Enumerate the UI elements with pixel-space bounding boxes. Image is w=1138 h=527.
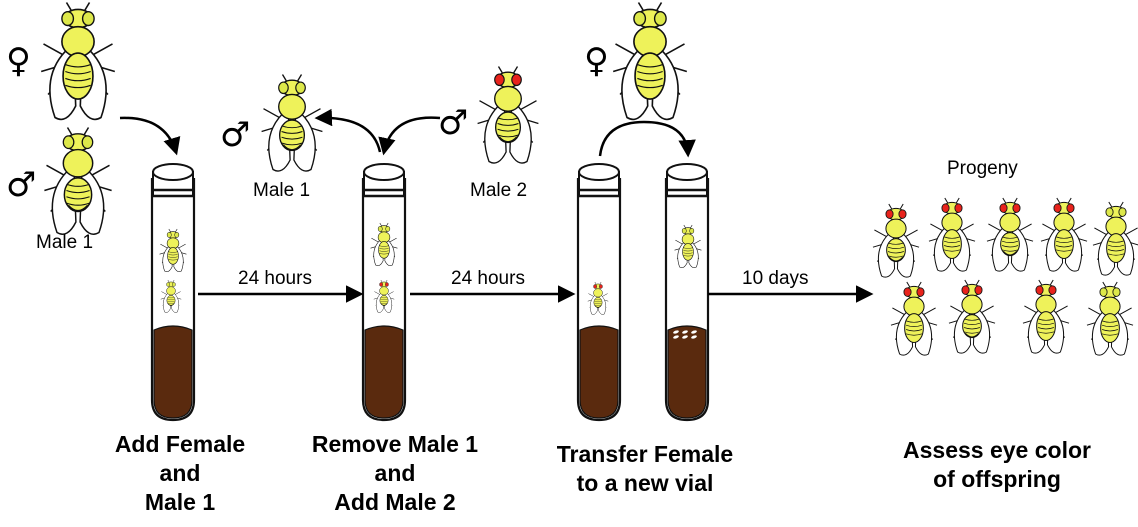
male-symbol-2: ♂ bbox=[220, 118, 250, 152]
progeny-fly-9 bbox=[1087, 282, 1133, 355]
male-symbol-1: ♂ bbox=[6, 168, 36, 202]
label-male2: Male 2 bbox=[470, 180, 527, 202]
progeny-fly-6 bbox=[891, 282, 937, 355]
caption-step-4-line-1: Assess eye color bbox=[862, 436, 1132, 465]
male-symbol-3: ♂ bbox=[438, 106, 468, 140]
caption-step-3: Transfer Female to a new vial bbox=[515, 440, 775, 498]
label-time-2: 24 hours bbox=[451, 268, 525, 290]
progeny-fly-4 bbox=[1041, 198, 1087, 271]
caption-step-1: Add Female and Male 1 bbox=[70, 430, 290, 517]
arrow-add-flies bbox=[120, 118, 176, 152]
caption-step-2: Remove Male 1 and Add Male 2 bbox=[270, 430, 520, 517]
progeny-fly-2 bbox=[929, 198, 975, 271]
label-time-1: 24 hours bbox=[238, 268, 312, 290]
label-male1-removed: Male 1 bbox=[253, 180, 310, 202]
fly-male1-parent bbox=[44, 128, 111, 235]
label-progeny: Progeny bbox=[947, 158, 1018, 180]
caption-step-2-line-3: Add Male 2 bbox=[270, 488, 520, 517]
caption-step-3-line-1: Transfer Female bbox=[515, 440, 775, 469]
caption-step-3-line-2: to a new vial bbox=[515, 469, 775, 498]
caption-step-4-line-2: of offspring bbox=[862, 465, 1132, 494]
progeny-fly-7 bbox=[949, 280, 995, 353]
label-male1-left: Male 1 bbox=[36, 232, 93, 254]
fly-male2 bbox=[478, 67, 539, 164]
label-time-3: 10 days bbox=[742, 268, 809, 290]
caption-step-1-line-2: and bbox=[70, 459, 290, 488]
progeny-fly-1 bbox=[873, 204, 919, 277]
caption-step-1-line-3: Male 1 bbox=[70, 488, 290, 517]
arrow-add-male2 bbox=[384, 118, 440, 152]
caption-step-2-line-1: Remove Male 1 bbox=[270, 430, 520, 459]
caption-step-1-line-1: Add Female bbox=[70, 430, 290, 459]
progeny-fly-3 bbox=[987, 198, 1033, 271]
fly-female-transferred bbox=[613, 3, 687, 120]
progeny-fly-5 bbox=[1093, 202, 1138, 275]
fly-female-parent bbox=[41, 3, 115, 120]
fly-male1-removed bbox=[262, 75, 323, 172]
female-symbol-1: ♀ bbox=[6, 44, 31, 78]
arrow-remove-male1 bbox=[318, 118, 380, 152]
arrow-transfer-female bbox=[600, 122, 688, 156]
female-symbol-2: ♀ bbox=[584, 44, 609, 78]
caption-step-2-line-2: and bbox=[270, 459, 520, 488]
vial-4-new bbox=[666, 164, 708, 420]
caption-step-4: Assess eye color of offspring bbox=[862, 436, 1132, 494]
progeny-fly-8 bbox=[1023, 280, 1069, 353]
